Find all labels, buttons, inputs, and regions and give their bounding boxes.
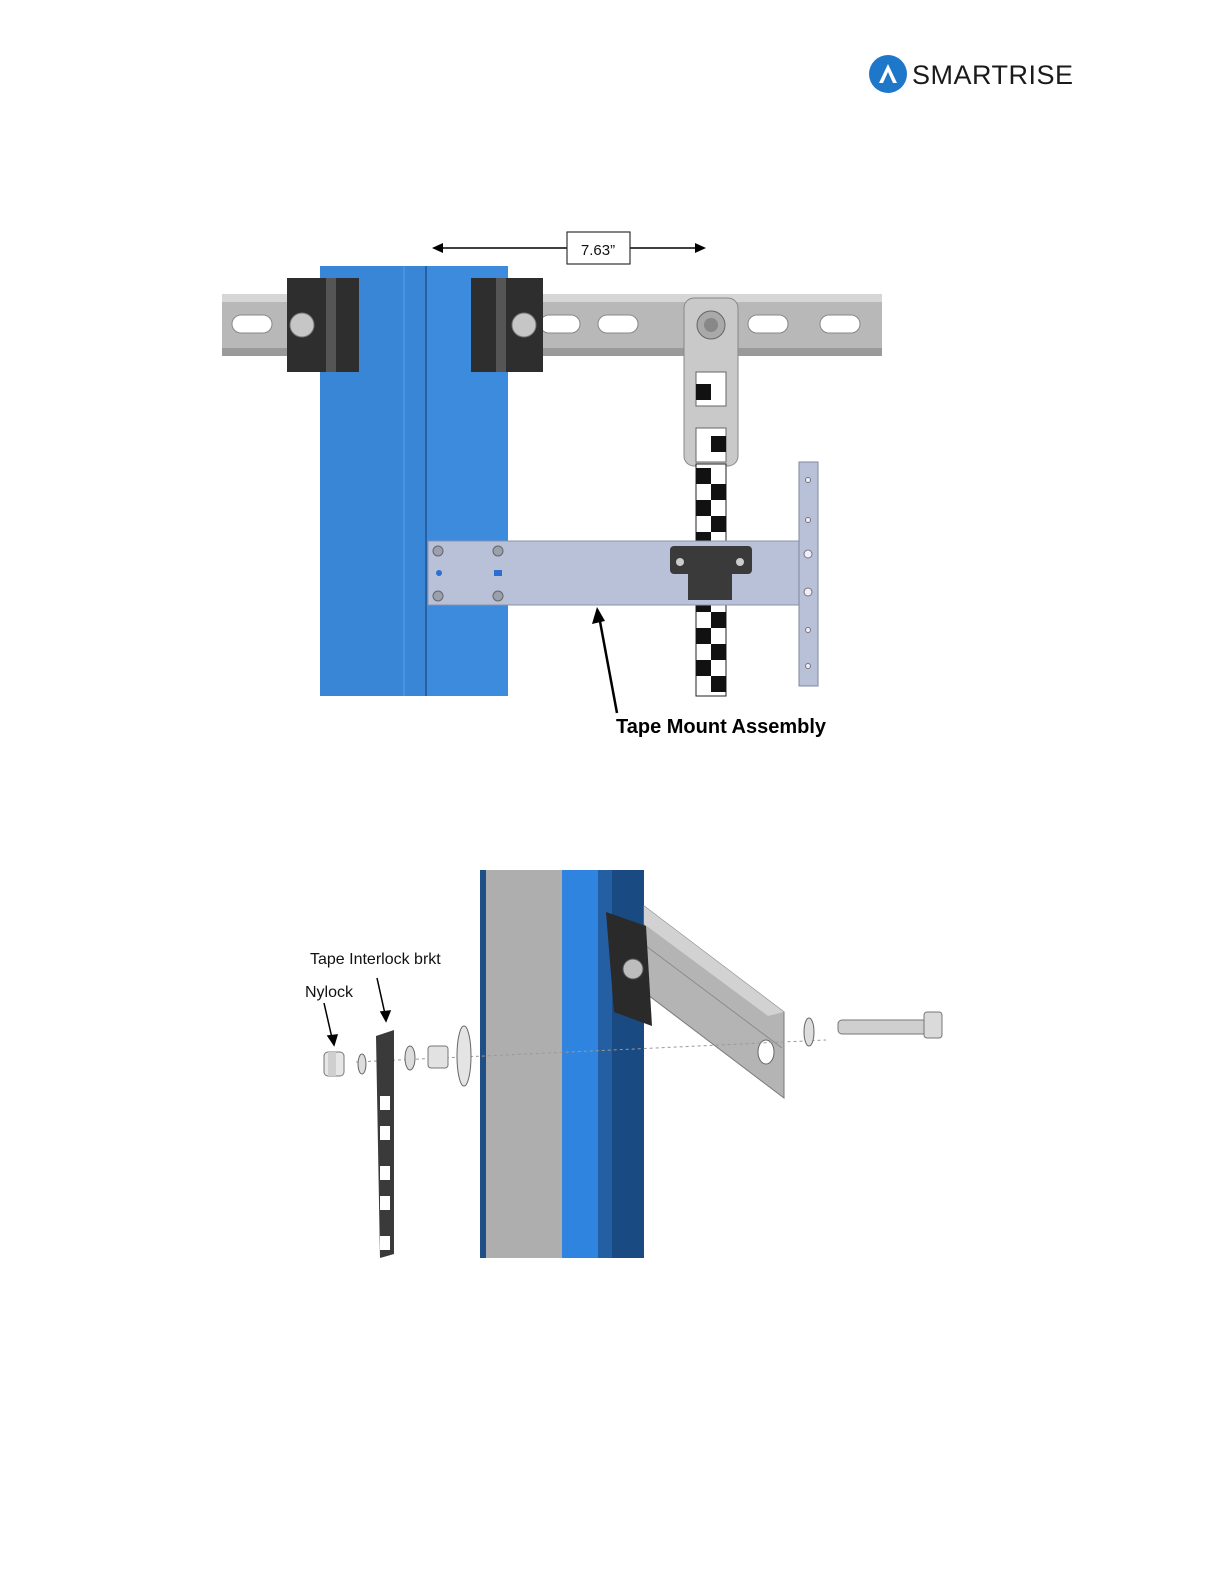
washer bbox=[405, 1046, 415, 1070]
tape-interlock-bracket bbox=[376, 1030, 394, 1258]
label-interlock: Tape Interlock brkt bbox=[310, 951, 441, 968]
label-nylock: Nylock bbox=[305, 984, 354, 1001]
rail-clip-right bbox=[471, 278, 543, 372]
dimension-label: 7.63” bbox=[581, 242, 615, 259]
washer bbox=[804, 1018, 814, 1046]
washer bbox=[358, 1054, 366, 1074]
fender-washer bbox=[457, 1026, 471, 1086]
rail-clip-left bbox=[287, 278, 359, 372]
interlock-exploded-figure: Tape Interlock brkt Nylock bbox=[296, 866, 948, 1262]
callout-label: Tape Mount Assembly bbox=[616, 716, 827, 738]
hex-nut bbox=[428, 1046, 448, 1068]
callout-arrow bbox=[592, 607, 617, 713]
dimension-line: 7.63” bbox=[432, 232, 706, 264]
smartrise-logo: SMARTRISE bbox=[868, 52, 1068, 98]
nylock-nut bbox=[324, 1052, 344, 1076]
tape-mount-figure: 7.63” bbox=[218, 228, 888, 748]
hex-bolt bbox=[838, 1012, 942, 1038]
smartrise-logo-icon bbox=[868, 52, 908, 94]
angled-unistrut bbox=[644, 906, 784, 1098]
logo-text: SMARTRISE bbox=[912, 60, 1074, 91]
